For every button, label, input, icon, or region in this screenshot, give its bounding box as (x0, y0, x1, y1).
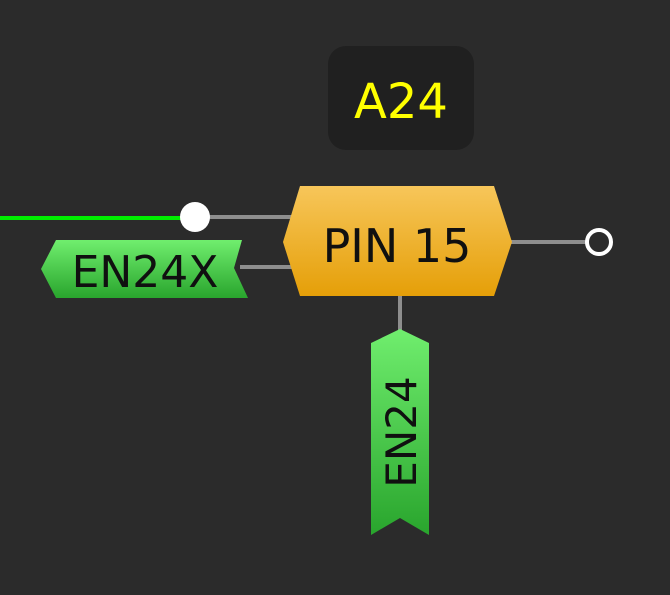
output-port[interactable] (585, 228, 613, 256)
bottom-net-tag[interactable]: EN24 (371, 329, 429, 535)
node-id-box: A24 (328, 46, 474, 150)
pin-node-title: PIN 15 (323, 219, 472, 273)
bottom-net-tag-label: EN24 (377, 376, 426, 487)
input-connection-dot[interactable] (180, 202, 210, 232)
left-net-tag[interactable]: EN24X (41, 240, 248, 298)
left-net-tag-label: EN24X (72, 247, 219, 298)
pin-node[interactable]: PIN 15 (283, 186, 512, 296)
node-id-label: A24 (354, 74, 448, 130)
